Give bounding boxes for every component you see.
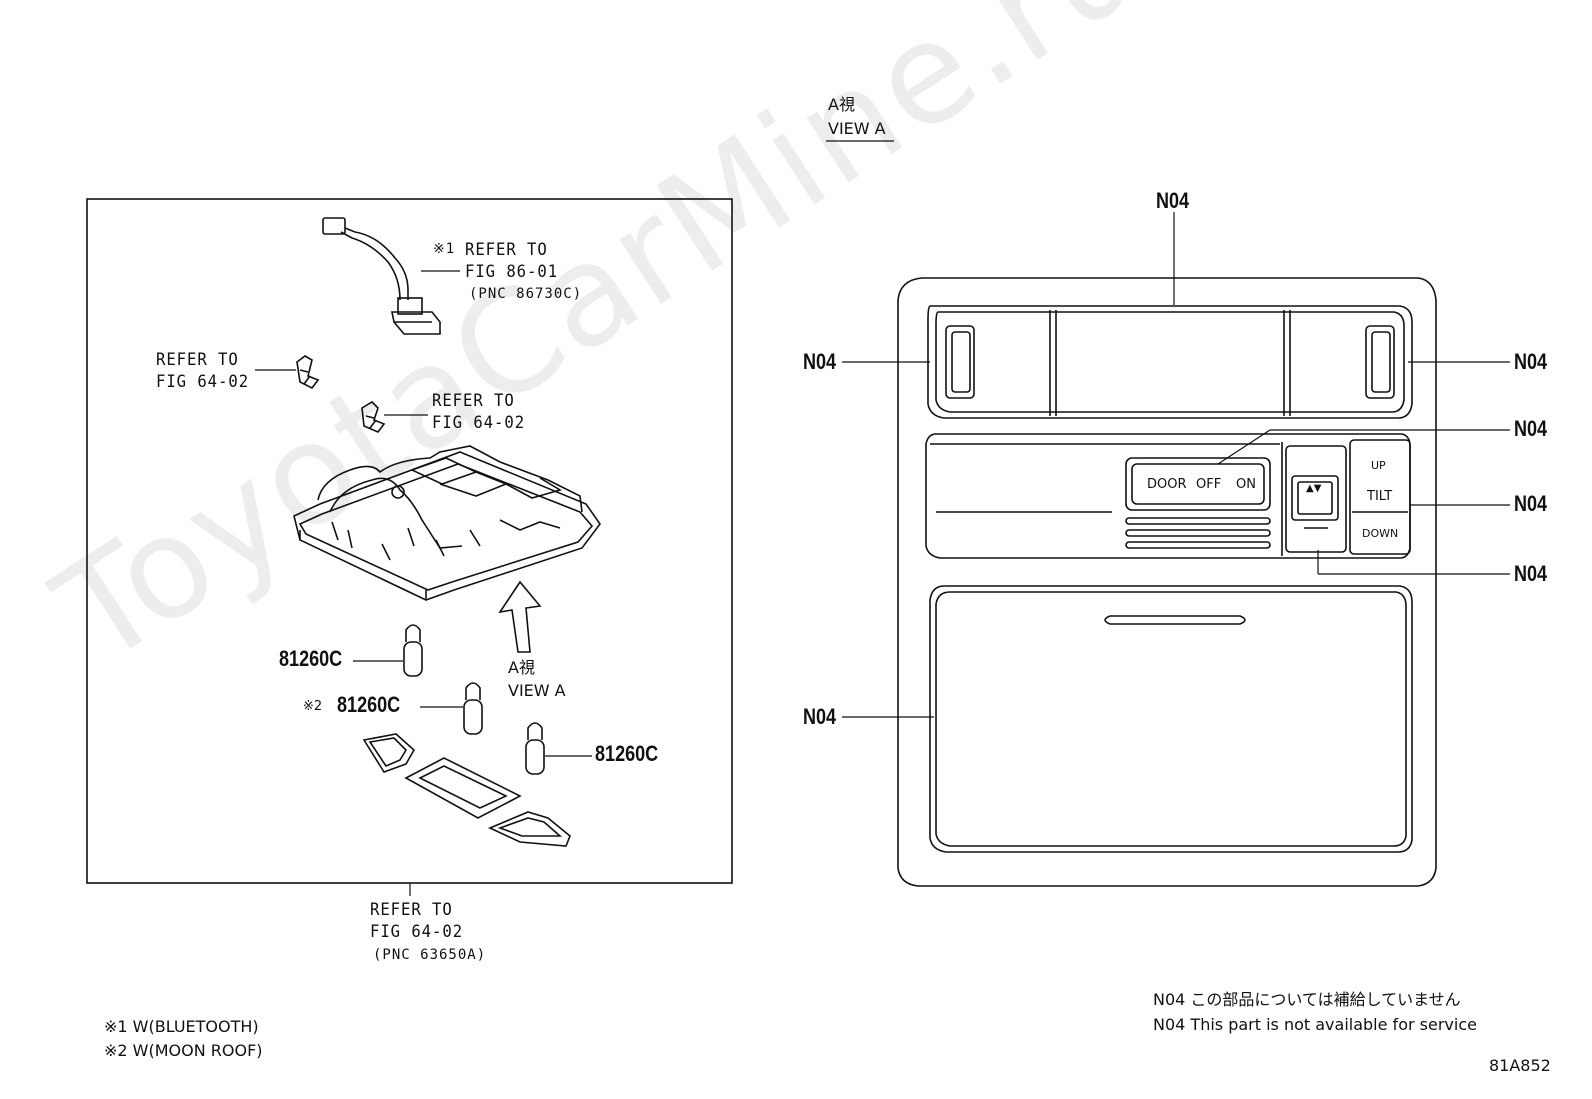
figure-code: 81A852 [1489, 1056, 1551, 1075]
footnote-bluetooth: ※1 W(BLUETOOTH) [104, 1017, 259, 1036]
view-header-jp: A視 [828, 95, 855, 114]
lens-3 [488, 811, 571, 847]
part-number-81260c: 81260C [279, 646, 343, 671]
part-number-81260c: 81260C [337, 692, 401, 717]
label-n04-lower-left: N04 [803, 704, 837, 729]
lens-2 [404, 757, 522, 819]
label-n04-right-upper: N04 [1514, 349, 1548, 374]
refer-label: REFER TO [465, 240, 548, 260]
view-a-arrow [498, 580, 542, 653]
part-number-81260c: 81260C [595, 741, 659, 766]
connector-wire-part [322, 217, 441, 335]
view-a-jp: A視 [508, 658, 535, 677]
label-n04-tilt: N04 [1514, 491, 1548, 516]
fig-ref-label: FIG 64-02 [432, 413, 526, 433]
view-header-en: VIEW A [828, 119, 886, 138]
label-n04-left-upper: N04 [803, 349, 837, 374]
switch-on-label: ON [1236, 477, 1256, 492]
tilt-down-label: DOWN [1362, 527, 1399, 540]
service-note-en: N04 This part is not available for servi… [1153, 1015, 1477, 1034]
bulb-1 [403, 624, 423, 677]
console-front-view [897, 277, 1437, 887]
refer-label: REFER TO [432, 391, 515, 411]
footnote-moon-roof: ※2 W(MOON ROOF) [104, 1041, 263, 1060]
clip-part-1 [296, 355, 320, 390]
service-note-jp: N04 この部品については補給していません [1153, 990, 1461, 1009]
refer-label: REFER TO [370, 900, 453, 920]
note-mark-2: ※2 [303, 699, 323, 714]
pnc-label: (PNC 86730C) [469, 286, 583, 302]
bulb-2 [463, 682, 483, 735]
label-n04-slide: N04 [1514, 561, 1548, 586]
pnc-label: (PNC 63650A) [373, 947, 487, 963]
bulb-3 [525, 722, 545, 775]
note-mark-1: ※1 [433, 241, 456, 257]
label-n04-door-switch: N04 [1514, 416, 1548, 441]
clip-part-2 [361, 400, 386, 433]
lens-1 [362, 733, 416, 773]
overhead-console-assembly [293, 445, 601, 601]
tilt-up-label: UP [1371, 459, 1386, 472]
fig-ref-label: FIG 64-02 [156, 372, 250, 392]
label-n04-top: N04 [1156, 188, 1190, 213]
tilt-label: TILT [1367, 489, 1393, 504]
refer-label: REFER TO [156, 350, 239, 370]
switch-door-label: DOOR [1147, 477, 1187, 492]
slide-arrows-icon: ▲▼ [1306, 483, 1322, 494]
switch-off-label: OFF [1196, 477, 1222, 492]
fig-ref-label: FIG 64-02 [370, 922, 464, 942]
view-a-en: VIEW A [508, 681, 566, 700]
fig-ref-label: FIG 86-01 [465, 262, 559, 282]
